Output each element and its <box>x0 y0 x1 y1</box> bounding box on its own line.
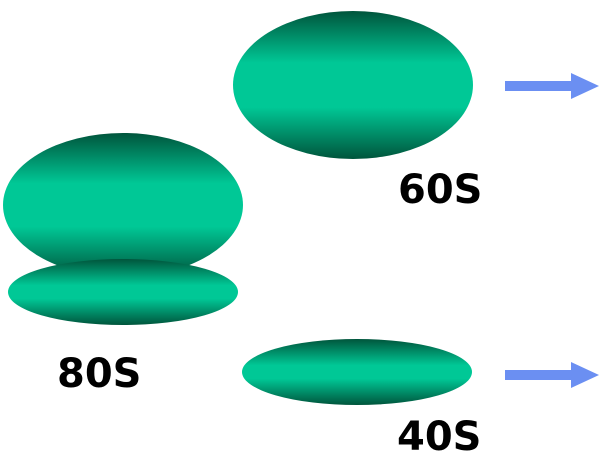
ribosome-80s <box>3 133 243 325</box>
label-60s: 60S <box>398 167 482 213</box>
arrow-60s <box>505 73 599 99</box>
arrow-40s <box>505 362 599 388</box>
label-40s: 40S <box>397 414 481 454</box>
ribosome-80s-small-subunit <box>8 259 238 325</box>
ribosome-80s-large-subunit <box>3 133 243 277</box>
large-subunit-60s <box>233 11 473 159</box>
small-subunit-40s <box>242 339 472 405</box>
label-80s: 80S <box>57 351 141 397</box>
